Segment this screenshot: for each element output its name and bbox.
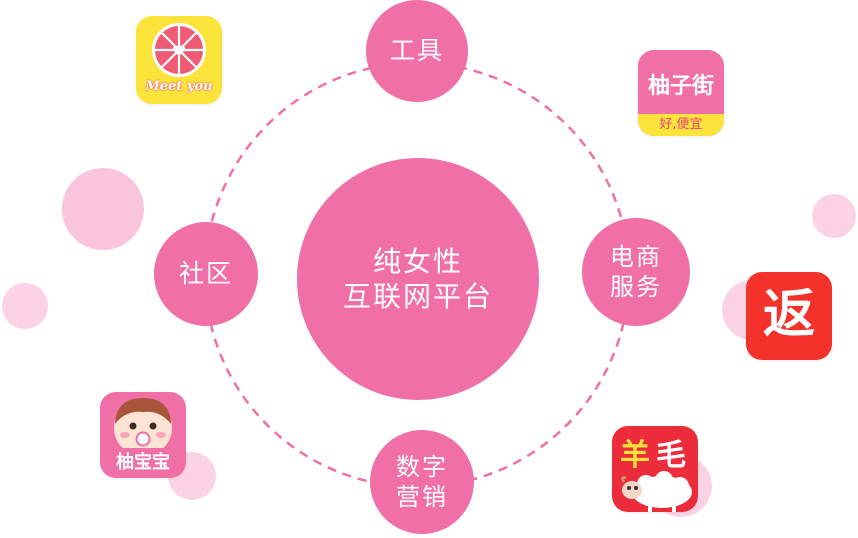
yangmao-glyph-2: 毛 — [656, 438, 686, 473]
youbaobao-label: 柚宝宝 — [116, 452, 170, 473]
marketing-node: 数字 营销 — [370, 430, 474, 534]
decor-bubble — [812, 194, 856, 238]
ecommerce-node: 电商 服务 — [582, 218, 690, 326]
youzijie-subtitle-band: 好,便宜 — [638, 114, 724, 136]
baby-face-icon — [114, 398, 172, 448]
youbaobao-app-icon: 柚宝宝 — [100, 392, 186, 478]
ecommerce-line-1: 电商 — [610, 243, 662, 271]
fan-app-icon: 返 — [746, 272, 832, 360]
yangmao-glyph-1: 羊 — [620, 438, 650, 473]
youzijie-app-icon: 柚子街 好,便宜 — [638, 50, 724, 136]
community-label: 社区 — [178, 259, 233, 289]
center-line-1: 纯女性 — [372, 245, 463, 278]
yangmao-app-icon: 羊 毛 — [612, 426, 698, 512]
tools-node: 工具 — [366, 0, 468, 102]
decor-bubble — [62, 168, 144, 250]
meetyou-text: Meet you — [145, 79, 213, 94]
tools-label: 工具 — [389, 36, 444, 66]
youzijie-subtitle: 好,便宜 — [659, 117, 703, 132]
marketing-line-2: 营销 — [396, 483, 448, 511]
fan-glyph: 返 — [762, 285, 815, 345]
marketing-line-1: 数字 — [396, 453, 448, 481]
sheep-icon — [621, 471, 692, 512]
community-node: 社区 — [154, 222, 258, 326]
ecommerce-line-2: 服务 — [610, 273, 662, 301]
center-platform-node: 纯女性 互联网平台 — [297, 158, 539, 400]
youzijie-title: 柚子街 — [647, 74, 714, 99]
meetyou-app-icon: Meet you — [136, 16, 222, 104]
decor-bubble — [2, 283, 48, 329]
center-line-2: 互联网平台 — [342, 280, 493, 313]
grapefruit-logo-icon — [152, 23, 206, 77]
